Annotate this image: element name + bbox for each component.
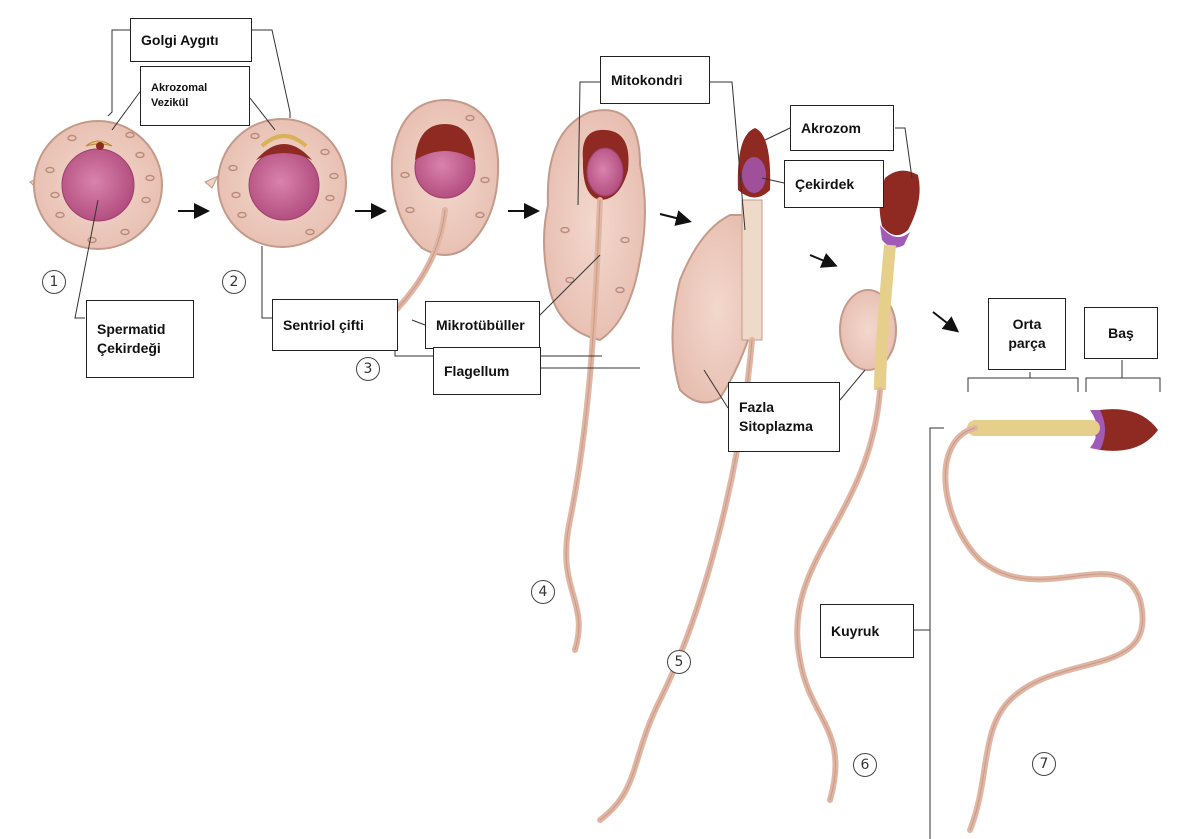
acrosome-label: Akrozom — [790, 105, 894, 151]
stage-3-cell — [375, 100, 498, 330]
stage-number-1: 1 — [42, 270, 66, 294]
excess-cytoplasm-line-1: Fazla — [739, 398, 829, 417]
spermatid-nucleus-line-2: Çekirdeği — [97, 339, 183, 358]
stage-number-7: 7 — [1032, 752, 1056, 776]
spermatid-nucleus-label: Spermatid Çekirdeği — [86, 300, 194, 378]
midpiece-line-2: parça — [1008, 334, 1045, 353]
microtubules-label: Mikrotübüller — [425, 301, 540, 349]
stage-number-2: 2 — [222, 270, 246, 294]
nucleus-label: Çekirdek — [784, 160, 884, 208]
acrosomal-vesicle-label: Akrozomal Vezikül — [140, 66, 250, 126]
acrosomal-vesicle-line-2: Vezikül — [151, 96, 239, 111]
midpiece-label: Orta parça — [988, 298, 1066, 370]
flagellum-label: Flagellum — [433, 347, 541, 395]
stage-2-cell — [205, 119, 346, 247]
head-label: Baş — [1084, 307, 1158, 359]
stage-number-6: 6 — [853, 753, 877, 777]
golgi-apparatus-label: Golgi Aygıtı — [130, 18, 252, 62]
midpiece-line-1: Orta — [1013, 315, 1042, 334]
spermatid-nucleus-line-1: Spermatid — [97, 320, 183, 339]
acrosomal-vesicle-line-1: Akrozomal — [151, 81, 239, 96]
stage-number-3: 3 — [356, 357, 380, 381]
mitochondria-label: Mitokondri — [600, 56, 710, 104]
stage-number-4: 4 — [531, 580, 555, 604]
stage-1-cell — [30, 121, 162, 249]
tail-label: Kuyruk — [820, 604, 914, 658]
centriole-pair-label: Sentriol çifti — [272, 299, 398, 351]
stage-6-cell — [797, 171, 920, 800]
excess-cytoplasm-line-2: Sitoplazma — [739, 417, 829, 436]
stage-4-cell — [544, 110, 645, 650]
stage-number-5: 5 — [667, 650, 691, 674]
excess-cytoplasm-label: Fazla Sitoplazma — [728, 382, 840, 452]
